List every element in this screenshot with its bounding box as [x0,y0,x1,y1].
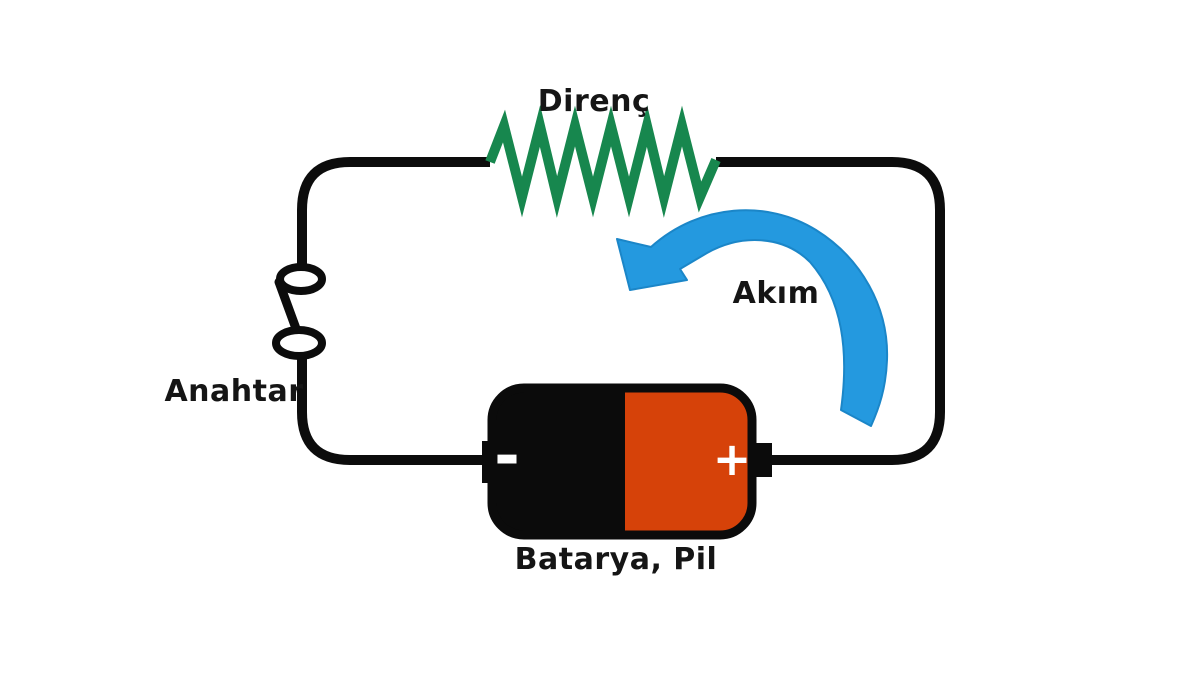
battery-positive-sign: + [713,432,752,486]
current-label: Akım [733,276,820,311]
battery-label: Batarya, Pil [515,542,718,577]
resistor-label: Direnç [538,84,650,119]
switch-contact-bottom-icon [272,326,326,360]
wire-top-left-segment [297,157,490,266]
battery-positive-half [625,388,752,535]
switch-lever [274,277,303,339]
battery-negative-sign: - [494,419,520,492]
resistor-zigzag-icon [485,105,721,218]
battery-symbol: - + [482,383,772,540]
switch-symbol [272,263,326,360]
wire-bottom-left-segment [297,358,486,465]
wire-right-segment [716,157,945,465]
battery-outline [487,383,757,540]
battery-negative-half [492,388,625,535]
switch-contact-top-icon [276,263,326,295]
current-arrow-icon [616,209,889,427]
switch-label: Anahtar [164,374,303,409]
